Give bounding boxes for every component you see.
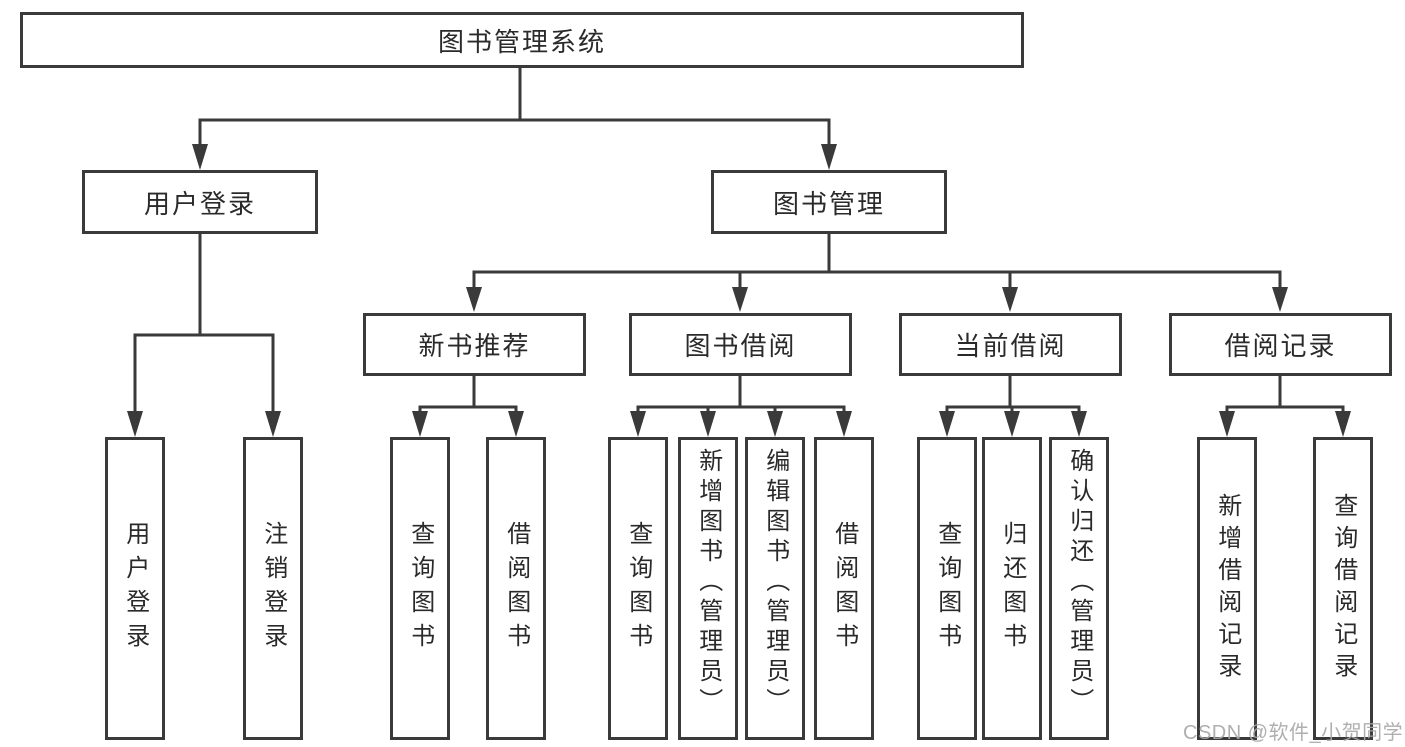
node-leaf-borrow-books: 借阅图书: [814, 437, 874, 740]
node-label: 新增借阅记录: [1213, 492, 1241, 685]
node-leaf-edit-books-admin: 编辑图书（管理员）: [745, 437, 805, 740]
node-leaf-query-books-borrowing: 查询图书: [608, 437, 668, 740]
node-leaf-borrow-books-recommend: 借阅图书: [486, 437, 546, 740]
node-label: 确认归还（管理员）: [1065, 448, 1093, 718]
node-leaf-user-login: 用户登录: [105, 437, 165, 740]
node-borrowing-records: 借阅记录: [1169, 313, 1392, 376]
node-label: 查询图书: [933, 520, 961, 657]
node-label: 归还图书: [998, 520, 1026, 657]
node-leaf-return-books: 归还图书: [982, 437, 1042, 740]
node-leaf-query-books-current: 查询图书: [917, 437, 977, 740]
node-label: 新增图书（管理员）: [694, 448, 722, 718]
node-leaf-add-borrow-record: 新增借阅记录: [1197, 437, 1257, 740]
node-label: 用户登录: [121, 520, 149, 657]
node-leaf-logout: 注销登录: [243, 437, 303, 740]
node-label: 编辑图书（管理员）: [761, 448, 789, 718]
node-book-borrowing: 图书借阅: [629, 313, 852, 376]
node-label: 查询图书: [624, 520, 652, 657]
node-label: 注销登录: [259, 520, 287, 657]
node-leaf-query-borrow-record: 查询借阅记录: [1313, 437, 1373, 740]
node-leaf-query-books-recommend: 查询图书: [390, 437, 450, 740]
node-book-management: 图书管理: [711, 170, 947, 234]
node-library-management-system: 图书管理系统: [20, 12, 1024, 68]
csdn-watermark: CSDN @软件_小贺同学: [1183, 722, 1404, 744]
node-label: 查询借阅记录: [1329, 492, 1357, 685]
node-current-borrowing: 当前借阅: [899, 313, 1122, 376]
node-new-book-recommendation: 新书推荐: [363, 313, 586, 376]
node-label: 借阅图书: [502, 520, 530, 657]
node-user-login: 用户登录: [82, 170, 318, 234]
node-label: 查询图书: [406, 520, 434, 657]
node-leaf-confirm-return-admin: 确认归还（管理员）: [1049, 437, 1109, 740]
node-label: 借阅图书: [830, 520, 858, 657]
node-leaf-add-books-admin: 新增图书（管理员）: [678, 437, 738, 740]
